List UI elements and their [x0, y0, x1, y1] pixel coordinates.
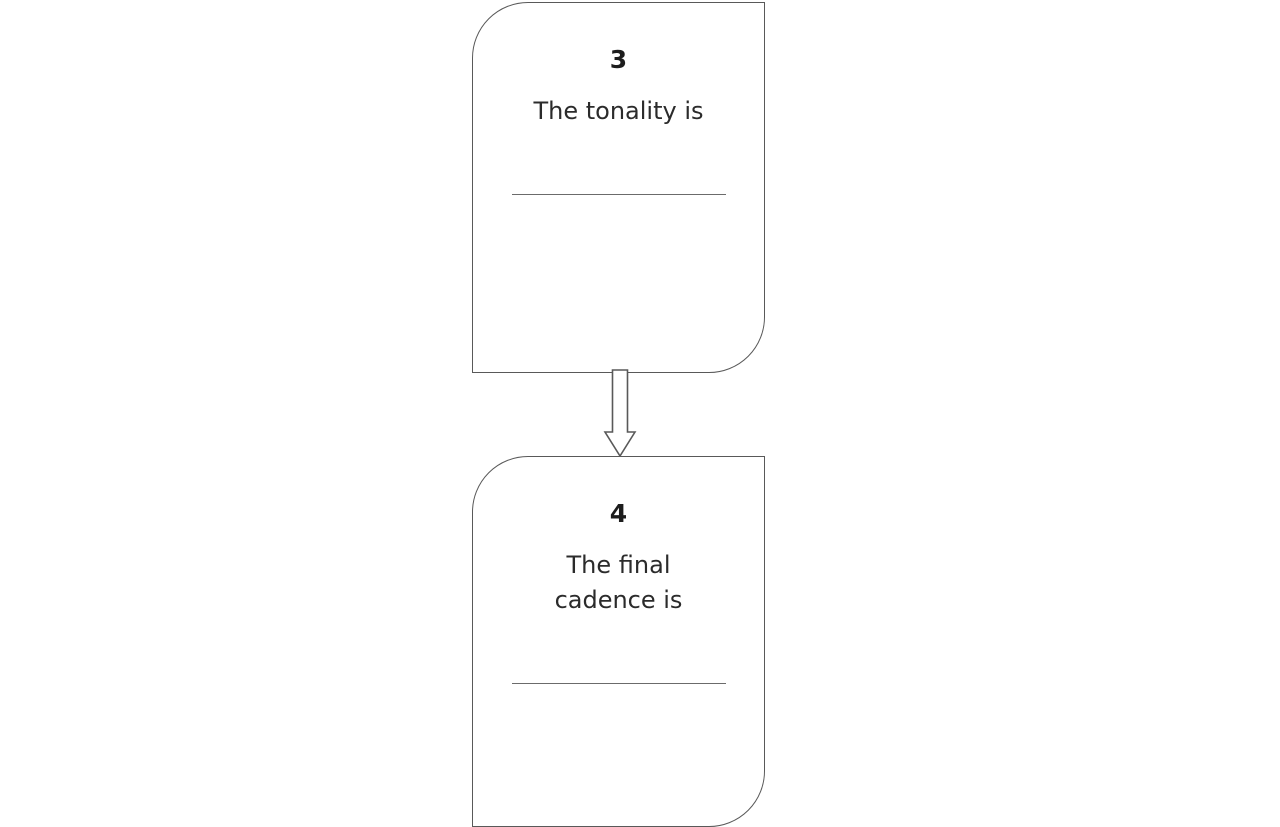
card-3-step-number: 3 — [609, 45, 628, 74]
flow-step-card-4[interactable]: 4 The final cadence is — [472, 456, 765, 827]
card-4-prompt-line-1: The final — [566, 551, 671, 579]
card-4-prompt-text: The final cadence is — [473, 548, 764, 618]
flow-step-card-3[interactable]: 3 The tonality is — [472, 2, 765, 373]
down-arrow-shape — [603, 369, 637, 458]
flowchart-canvas: 3 The tonality is 4 The final cadence is — [472, 2, 765, 827]
card-3-content: 3 The tonality is — [473, 47, 764, 129]
down-arrow-icon — [602, 369, 638, 460]
card-4-content: 4 The final cadence is — [473, 501, 764, 618]
card-4-answer-line[interactable] — [512, 683, 726, 684]
card-3-answer-line[interactable] — [512, 194, 726, 195]
card-3-prompt-text: The tonality is — [533, 97, 704, 125]
card-4-prompt-line-2: cadence is — [554, 586, 683, 614]
card-4-step-number: 4 — [609, 499, 628, 528]
